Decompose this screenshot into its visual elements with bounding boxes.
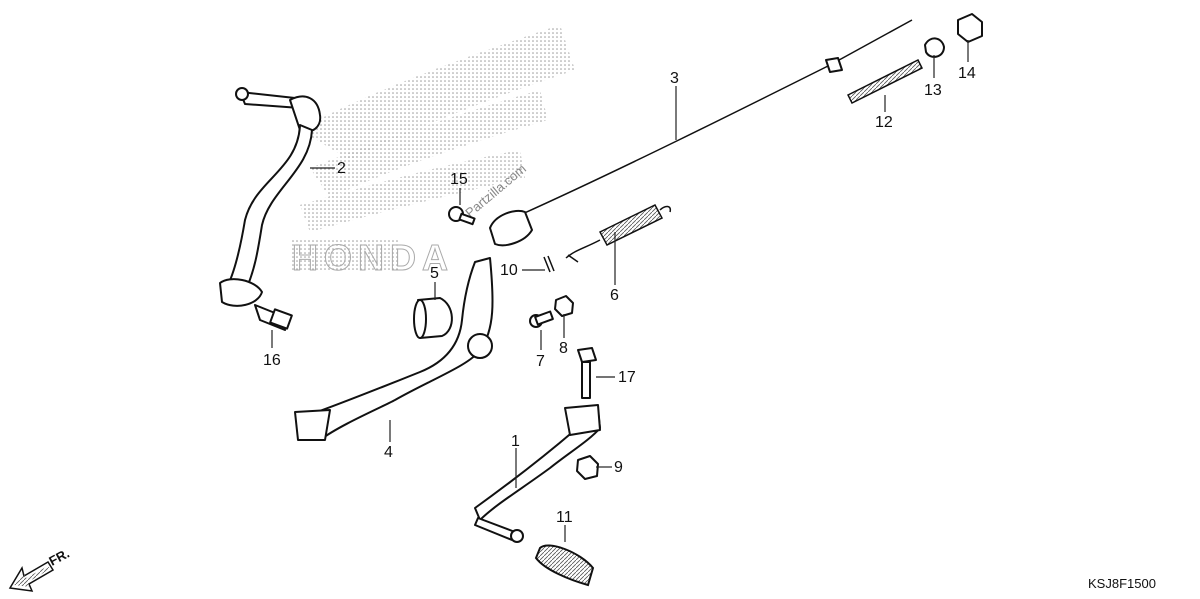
- callout-5: 5: [430, 265, 439, 282]
- callout-8: 8: [559, 340, 568, 357]
- honda-wing-watermark: HONDA: [290, 25, 575, 279]
- part-14-nut: [957, 13, 983, 43]
- callout-14: 14: [958, 65, 976, 82]
- part-2-shift-arm: [219, 87, 322, 307]
- part-5-bush: [413, 297, 453, 339]
- callout-6: 6: [610, 287, 619, 304]
- callout-16: 16: [263, 352, 281, 369]
- part-9-nut: [576, 455, 599, 480]
- callouts: 1 2 3 4 5 6 7 8 9 10 11 12 13 14 15 16 1…: [263, 65, 976, 526]
- callout-9: 9: [614, 459, 623, 476]
- part-15-bolt: [448, 206, 476, 226]
- brand-text: HONDA: [292, 237, 454, 278]
- part-4-brake-pedal: [294, 257, 494, 441]
- part-7-bolt: [529, 310, 554, 328]
- part-13-cap: [924, 37, 945, 58]
- diagram-code: KSJ8F1500: [1088, 576, 1156, 591]
- callout-1: 1: [511, 433, 520, 450]
- part-1-shift-pedal: [474, 404, 601, 543]
- callout-2: 2: [337, 160, 346, 177]
- callout-3: 3: [670, 70, 679, 87]
- part-12-spring: [846, 58, 924, 105]
- front-direction-indicator: FR.: [8, 546, 72, 592]
- part-3-cable: [489, 19, 913, 247]
- part-6-spring: [565, 204, 672, 263]
- part-17-bolt: [577, 347, 597, 399]
- callout-11: 11: [556, 509, 573, 526]
- part-16-bolt: [254, 304, 293, 331]
- callout-4: 4: [384, 444, 393, 461]
- callout-7: 7: [536, 353, 545, 370]
- callout-10: 10: [500, 262, 518, 279]
- callout-12: 12: [875, 114, 893, 131]
- leader-lines: [271, 40, 969, 542]
- callout-13: 13: [924, 82, 942, 99]
- callout-15: 15: [450, 171, 468, 188]
- callout-17: 17: [618, 369, 636, 386]
- part-11-pedal-rubber: [534, 544, 595, 587]
- part-8-nut: [554, 295, 574, 317]
- part-10-cotter-pin: [543, 255, 555, 273]
